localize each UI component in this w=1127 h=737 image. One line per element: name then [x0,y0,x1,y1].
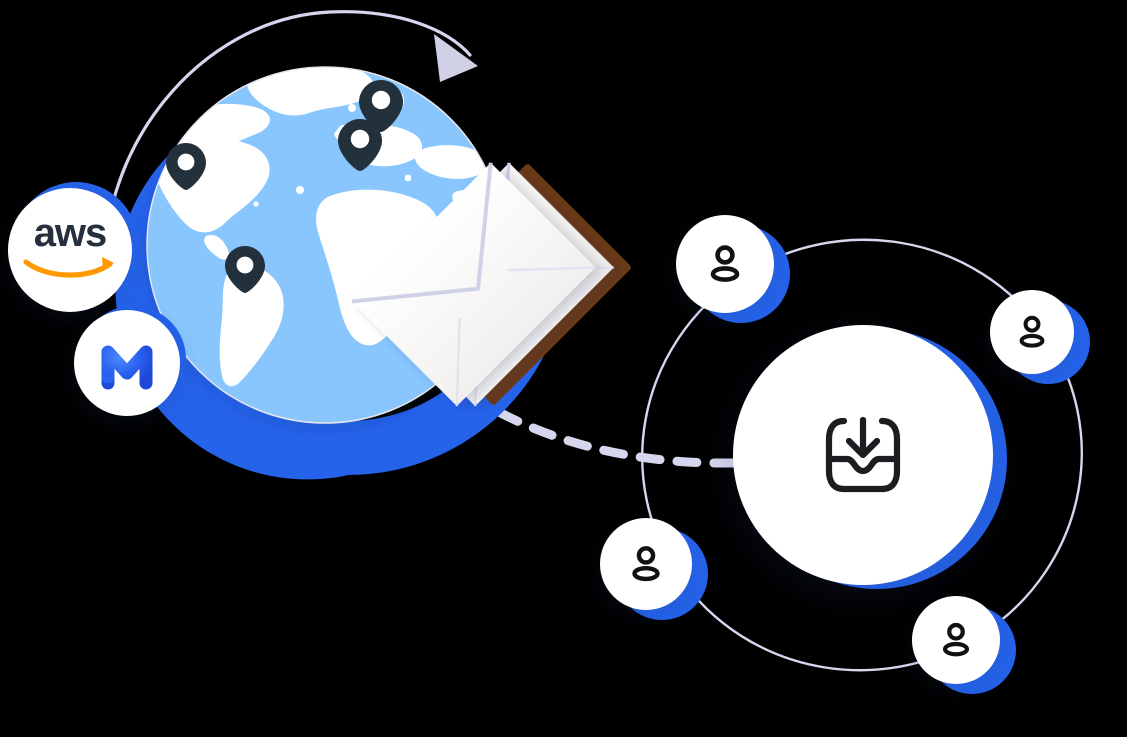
user-icon [710,245,740,282]
avatar-disc [912,596,1000,684]
aws-smile-icon [23,256,114,278]
mailjet-logo-icon [101,345,153,390]
recipient-avatar-bottom-right[interactable] [912,596,1016,694]
aws-badge-disc: aws [8,188,132,312]
rotation-arrow-icon [434,34,478,82]
user-icon [632,546,660,582]
recipient-avatar-bottom-left[interactable] [600,518,708,620]
avatar-disc [676,215,774,313]
aws-wordmark-text: aws [33,210,108,255]
map-pin-western-europe[interactable] [338,119,382,171]
map-pin-south-america[interactable] [225,246,265,293]
recipient-avatar-top-left[interactable] [676,215,790,323]
recipients-orbit-ring [641,238,1083,672]
avatar-disc [990,290,1074,374]
mailjet-badge[interactable] [74,306,186,416]
recipient-avatar-right[interactable] [990,290,1090,384]
map-pin-north-america[interactable] [166,143,206,190]
inbox-hub[interactable] [733,325,1007,589]
globe-rotation-orbit [102,10,478,297]
user-icon [942,622,970,657]
mailjet-badge-disc [74,310,180,416]
inbox-download-icon [825,416,901,493]
avatar-disc [600,518,692,610]
map-pin-northern-europe[interactable] [359,80,403,132]
envelope-front [351,162,596,407]
inbox-hub-disc [733,325,993,585]
user-icon [1019,315,1045,348]
aws-badge[interactable]: aws [8,182,138,312]
aws-logo: aws [22,213,118,280]
